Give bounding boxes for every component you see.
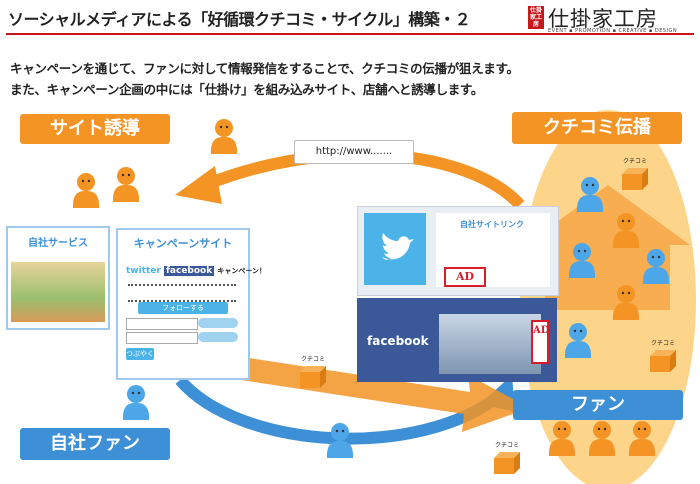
facebook-logo: facebook (164, 266, 215, 276)
own-service-panel: 自社サービス (6, 226, 110, 330)
brand-logo: 仕掛家工房 仕掛家工房 EVENT ▪ PROMOTION ▪ CREATIVE… (528, 4, 694, 34)
campaign-banner-text: キャンペーン！ (217, 267, 267, 275)
page-title: ソーシャルメディアによる「好循環クチコミ・サイクル」構築・２ (8, 10, 471, 29)
follow-button[interactable]: フォローする (138, 302, 228, 314)
kuchikomi-label: クチコミ (494, 442, 519, 449)
own-fans-label: 自社ファン (20, 428, 170, 460)
intro-line-1: キャンペーンを通じて、ファンに対して情報発信をすることで、クチコミの伝播が狙えま… (10, 61, 519, 76)
kuchikomi-label: クチコミ (650, 340, 675, 347)
comment-box (126, 332, 198, 344)
facebook-panel: facebook AD (357, 298, 557, 382)
own-site-link-text: 自社サイトリンク (460, 220, 524, 229)
twitter-bird-icon (382, 233, 414, 260)
tweet-bubble (198, 318, 238, 328)
tweet-button[interactable]: つぶやく (126, 348, 154, 360)
url-callout: http://www....... (294, 140, 414, 164)
tweet-box[interactable] (126, 318, 198, 330)
twitter-panel: 自社サイトリンク AD (357, 206, 559, 296)
title-divider (6, 33, 694, 35)
logo-text: 仕掛家工房 (548, 7, 658, 31)
ad-badge-twitter: AD (444, 267, 486, 287)
campaign-logos: twitter facebook キャンペーン！ (126, 266, 266, 276)
own-service-screenshot (11, 262, 105, 322)
twitter-icon-tile (364, 213, 426, 285)
site-induction-label: サイト誘導 (20, 114, 170, 144)
campaign-text-lines (128, 284, 236, 302)
kuchikomi-label: クチコミ (622, 158, 647, 165)
twitter-logo: twitter (126, 266, 161, 276)
campaign-site-panel: キャンペーンサイト twitter facebook キャンペーン！ フォローす… (116, 228, 266, 380)
logo-subtitle: EVENT ▪ PROMOTION ▪ CREATIVE ▪ DESIGN (548, 28, 678, 34)
facebook-page (439, 314, 541, 374)
logo-mark: 仕掛家工房 (528, 6, 544, 29)
intro-line-2: また、キャンペーン企画の中には「仕掛け」を組み込みサイト、店舗へと誘導します。 (10, 82, 484, 97)
own-service-title: 自社サービス (28, 238, 88, 249)
kuchikomi-label: クチコミ (300, 356, 325, 363)
campaign-site-title: キャンペーンサイト (133, 237, 233, 250)
fans-label: ファン (513, 390, 683, 420)
site-induction-arrowhead (175, 166, 222, 204)
comment-bubble (198, 332, 238, 342)
facebook-logo-text: facebook (367, 334, 429, 348)
word-of-mouth-label: クチコミ伝播 (512, 112, 682, 144)
ad-badge-facebook: AD (531, 320, 549, 364)
